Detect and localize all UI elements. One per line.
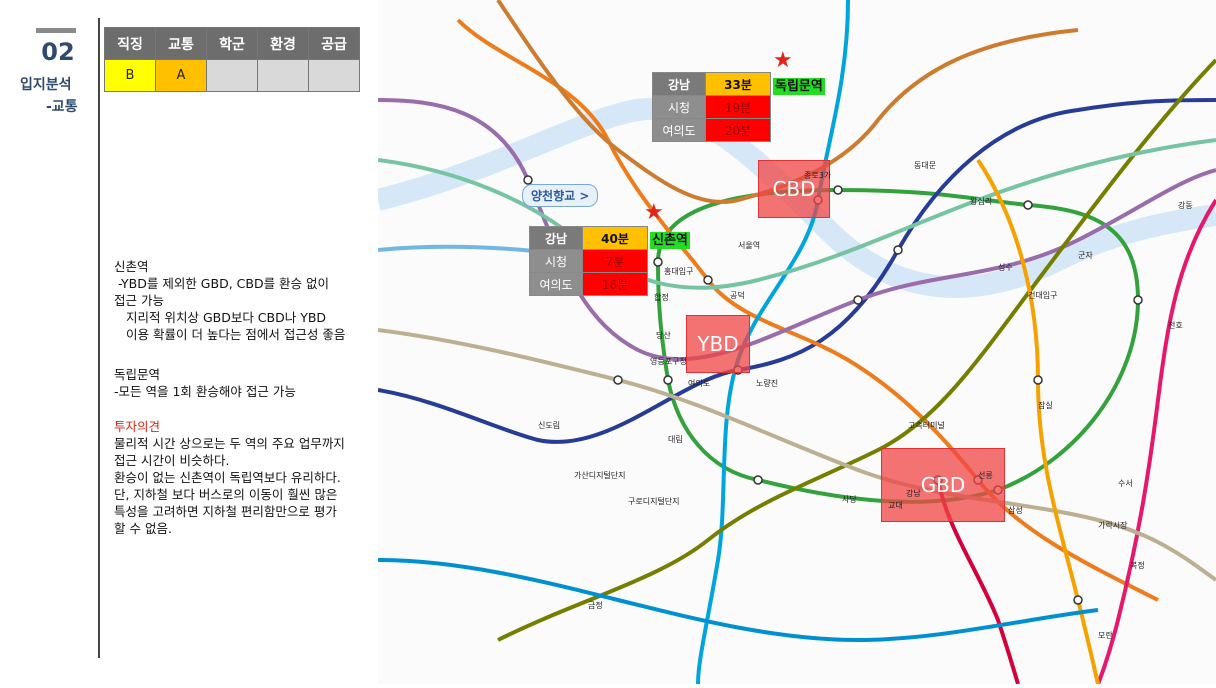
station-label: 금정 [588, 601, 603, 610]
time-value: 19분 [705, 95, 771, 119]
time-value: 7분 [582, 249, 648, 273]
time-value: 20분 [705, 118, 771, 142]
dongnip-line: -모든 역을 1회 환승해야 접근 가능 [114, 384, 296, 399]
section-subtitle: -교통 [46, 99, 78, 115]
station-label: 서울역 [738, 241, 761, 250]
time-label: 시청 [652, 95, 706, 119]
grade-value [206, 59, 258, 92]
opinion-title: 투자의견 [114, 419, 161, 434]
station-label: 복정 [1130, 561, 1145, 570]
opinion-line: 단, 지하철 보다 버스로의 이동이 훨씬 많은 [114, 487, 338, 502]
dongnip-title: 독립문역 [114, 367, 161, 382]
time-label: 강남 [529, 226, 583, 250]
grade-header-row: 직징 교통 학군 환경 공급 [104, 27, 360, 60]
station-label: 공덕 [730, 291, 745, 300]
time-value: 16분 [582, 272, 648, 296]
station-label: 구로디지털단지 [628, 497, 680, 506]
station-label: 모란 [1098, 631, 1113, 640]
grade-header: 직징 [104, 27, 156, 60]
station-label: 동대문 [914, 161, 937, 170]
sinchon-title: 신촌역 [114, 259, 149, 274]
sinchon-station-label: 신촌역 [650, 231, 690, 249]
station-label: 강남 [906, 489, 921, 498]
sinchon-line: 접근 가능 [114, 293, 164, 308]
station-label: 성수 [998, 263, 1013, 272]
time-label: 여의도 [652, 118, 706, 142]
dongnip-station-label: 독립문역 [773, 77, 825, 95]
station-label: 선릉 [978, 471, 993, 480]
grade-value [308, 59, 360, 92]
station-label: 강동 [1178, 201, 1193, 210]
grade-header: 학군 [206, 27, 258, 60]
station-label: 건대입구 [1028, 291, 1058, 300]
section-number: 02 [41, 38, 75, 66]
grade-table: 직징 교통 학군 환경 공급 B A [104, 27, 360, 92]
opinion-line: 특성을 고려하면 지하철 편리함만으로 평가 [114, 504, 337, 519]
dongnip-time-table: 강남 33분 독립문역 시청 19분 여의도 20분 [652, 72, 826, 142]
sinchon-line: -YBD를 제외한 GBD, CBD를 환승 없이 [118, 276, 330, 291]
station-label: 교대 [888, 501, 903, 510]
yangcheon-label: 양천향교 > [522, 184, 599, 207]
star-icon: ★ [644, 200, 664, 225]
sinchon-time-table: 강남 40분 신촌역 시청 7분 여의도 16분 [529, 226, 691, 296]
station-label: 신도림 [538, 421, 561, 430]
station-label: 홍대입구 [664, 267, 694, 276]
station-label: 가락시장 [1098, 521, 1128, 530]
station-label: 고속터미널 [908, 421, 945, 430]
grade-header: 공급 [308, 27, 360, 60]
opinion-line: 할 수 없음. [114, 521, 172, 536]
grade-header: 환경 [257, 27, 309, 60]
station-label: 사당 [842, 495, 857, 504]
station-label: 영등포구청 [650, 357, 687, 366]
grade-header: 교통 [155, 27, 207, 60]
sinchon-line: 이용 확률이 더 높다는 점에서 접근성 좋음 [126, 327, 346, 342]
time-label: 시청 [529, 249, 583, 273]
subway-map-lines [375, 0, 1216, 685]
sinchon-line: 지리적 위치상 GBD보다 CBD나 YBD [126, 310, 327, 325]
station-label: 합정 [654, 293, 669, 302]
time-value: 40분 [582, 226, 648, 250]
station-label: 가산디지털단지 [574, 471, 626, 480]
station-label: 삼성 [1008, 506, 1023, 515]
opinion-line: 환승이 없는 신촌역이 독립역보다 유리하다. [114, 470, 341, 485]
grade-value: B [104, 59, 156, 92]
subway-map: ★ 강남 33분 독립문역 시청 19분 여의도 20분 ★ 강남 40분 신촌… [375, 0, 1216, 685]
star-icon: ★ [773, 48, 793, 73]
station-label: 대림 [668, 435, 683, 444]
time-value: 33분 [705, 72, 771, 96]
grade-value-row: B A [104, 59, 360, 92]
station-label: 노량진 [756, 379, 779, 388]
opinion-line: 물리적 시간 상으로는 두 역의 주요 업무까지 [114, 436, 345, 451]
section-title: 입지분석 [20, 77, 72, 93]
station-label: 당산 [656, 331, 671, 340]
station-label: 왕십리 [970, 197, 993, 206]
station-label: 잠실 [1038, 401, 1053, 410]
time-label: 여의도 [529, 272, 583, 296]
station-label: 종로3가 [804, 171, 832, 180]
header-accent-bar [36, 28, 76, 33]
station-label: 수서 [1118, 479, 1133, 488]
time-label: 강남 [652, 72, 706, 96]
grade-value [257, 59, 309, 92]
divider-line [98, 18, 100, 658]
gbd-zone: GBD [881, 448, 1005, 522]
station-label: 천호 [1168, 321, 1183, 330]
opinion-line: 접근 시간이 비슷하다. [114, 453, 230, 468]
station-label: 군자 [1078, 251, 1093, 260]
cbd-zone: CBD [758, 160, 830, 218]
station-label: 여의도 [688, 379, 711, 388]
grade-value: A [155, 59, 207, 92]
ybd-zone: YBD [686, 315, 750, 373]
